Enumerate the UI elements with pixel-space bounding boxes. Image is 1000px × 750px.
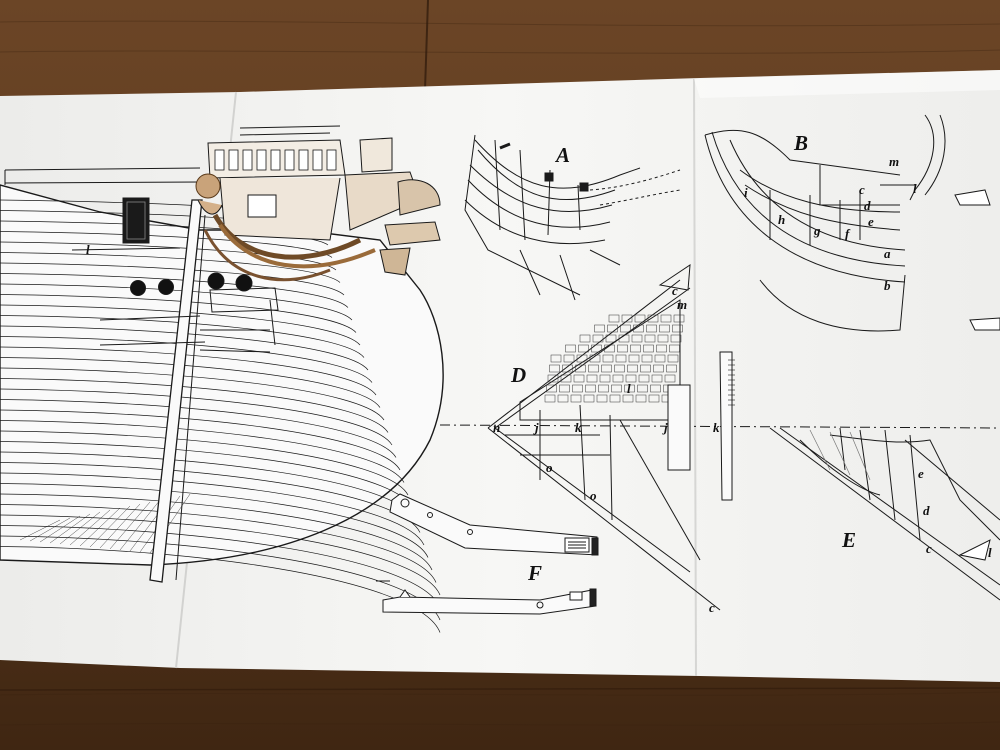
detail-F-drawing (376, 493, 599, 615)
stern-gallery (195, 125, 441, 282)
hull-stern-drawing (0, 125, 444, 633)
label-c-E: c (926, 541, 932, 556)
label-o-1: o (546, 460, 553, 475)
label-d-B: d (864, 198, 871, 213)
label-F: F (527, 561, 542, 585)
label-f-B: f (845, 226, 851, 241)
hull-planking (0, 199, 441, 633)
label-m-B: m (889, 154, 899, 169)
label-l-E: l (988, 545, 992, 560)
label-k-D: k (575, 420, 582, 435)
label-k-part: k (713, 420, 720, 435)
label-c-D-bottom: c (709, 600, 715, 615)
label-l-D: l (627, 381, 631, 396)
label-a-B: a (884, 246, 891, 261)
label-B: B (793, 131, 808, 155)
label-b-B: b (884, 278, 891, 293)
label-e-E: e (918, 466, 924, 481)
label-g-B: g (813, 223, 821, 238)
label-d-E: d (923, 503, 930, 518)
label-m-D: m (677, 297, 687, 312)
detail-D-drawing (439, 264, 1000, 611)
label-e-B: e (868, 214, 874, 229)
label-n-D: n (493, 420, 500, 435)
label-j-part: j (662, 420, 668, 435)
label-j-D: j (533, 420, 539, 435)
detail-E-drawing (769, 427, 1000, 601)
detail-A-drawing (464, 134, 681, 301)
label-D: D (510, 363, 526, 387)
label-l-left: l (86, 242, 90, 257)
label-i-B: i (744, 185, 748, 200)
detail-B-drawing (704, 114, 1000, 332)
label-A: A (554, 143, 570, 167)
label-h-B: h (778, 212, 785, 227)
label-c-B: c (859, 182, 865, 197)
label-l-B: l (913, 181, 917, 196)
label-E: E (841, 528, 856, 552)
label-o-2: o (590, 488, 597, 503)
label-c-D: c (672, 283, 678, 298)
